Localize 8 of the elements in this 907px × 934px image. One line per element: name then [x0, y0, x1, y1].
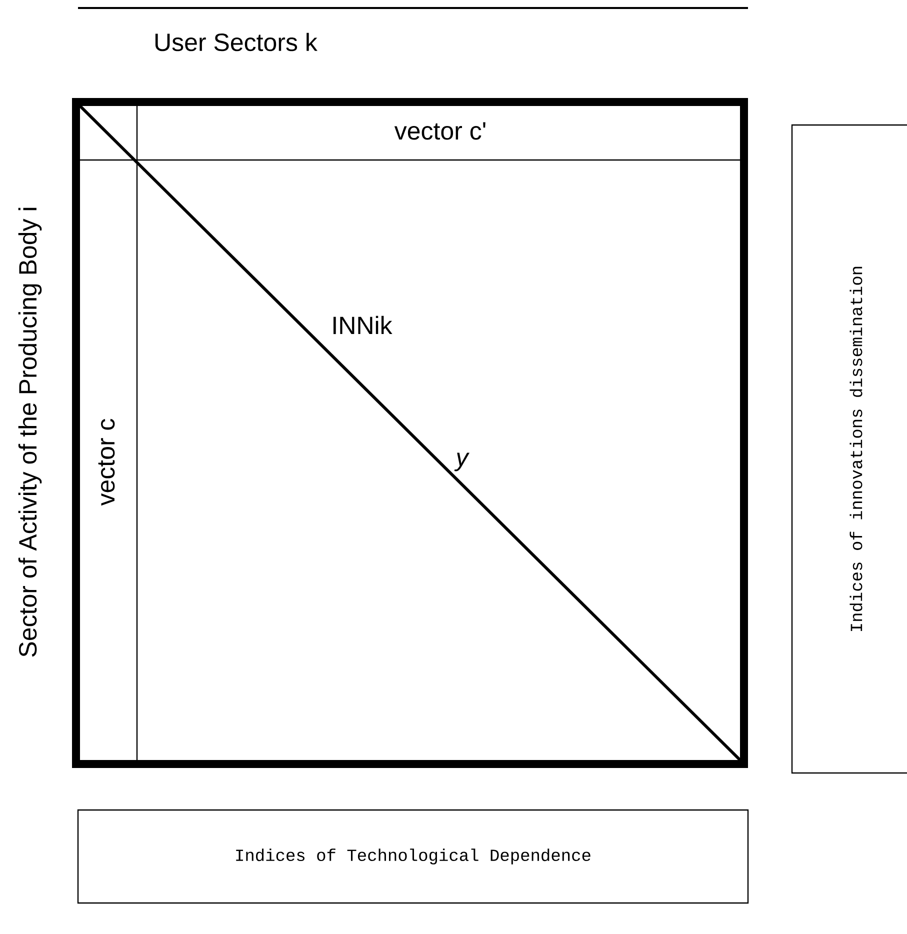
- index-box: Indices of innovations dissemination: [791, 124, 907, 774]
- matrix-label: INNik: [334, 316, 392, 334]
- vector-band: vector c': [136, 101, 745, 161]
- axis-heading: Sector of Activity of the Producing Body i: [18, 208, 42, 657]
- matrix-label: y: [454, 452, 470, 472]
- index-box: Indices of Technological Dependence: [77, 809, 749, 904]
- vector-band: vector c: [75, 159, 138, 765]
- axis-heading: User Sectors k: [155, 32, 318, 52]
